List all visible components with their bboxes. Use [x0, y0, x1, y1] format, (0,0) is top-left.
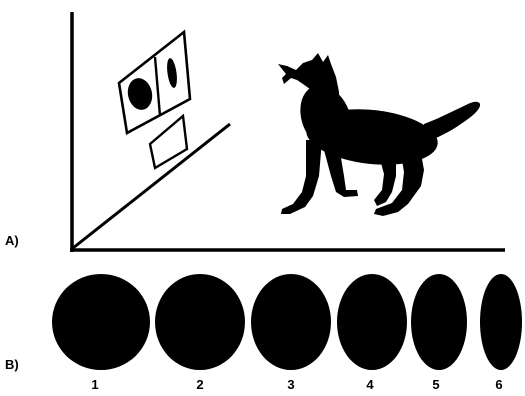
dog-front-leg	[281, 140, 322, 214]
panel-b-label: B)	[5, 357, 19, 372]
stimulus-number-6: 6	[495, 377, 502, 392]
dog-chest	[300, 85, 352, 151]
right-stimulus-ellipse	[167, 58, 177, 88]
perspective-line	[72, 122, 231, 250]
response-panel	[148, 113, 189, 170]
dog-silhouette	[278, 53, 481, 216]
dog-front-leg-2	[324, 150, 358, 197]
panel-a-label: A)	[5, 233, 19, 248]
stimulus-number-3: 3	[287, 377, 294, 392]
stimulus-ellipse-2	[155, 274, 245, 370]
stimulus-ellipse-3	[251, 274, 331, 370]
stimulus-display	[117, 29, 192, 136]
display-frame	[117, 29, 192, 136]
stimulus-number-1: 1	[91, 377, 98, 392]
stimulus-ellipse-6	[480, 274, 522, 370]
stimulus-ellipse-1	[52, 274, 150, 370]
left-stimulus-circle	[127, 78, 153, 110]
dog-hind-leg-2	[374, 152, 396, 206]
dog-hind-leg	[374, 148, 424, 216]
display-divider	[153, 56, 162, 117]
dog-tail	[422, 101, 481, 144]
stimulus-number-4: 4	[366, 377, 374, 392]
stimulus-ellipse-5	[411, 274, 467, 370]
stimulus-number-2: 2	[196, 377, 203, 392]
panel-a: A)	[5, 12, 505, 252]
stimulus-number-5: 5	[432, 377, 439, 392]
stimulus-ellipse-4	[337, 274, 407, 370]
panel-b: B) 1 2 3 4 5 6	[5, 274, 522, 392]
